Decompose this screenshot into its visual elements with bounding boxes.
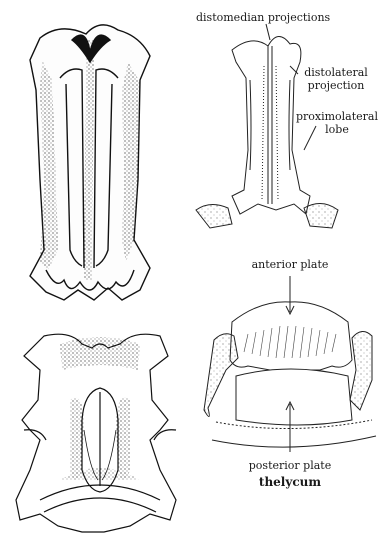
label-posterior-plate: posterior plate bbox=[240, 459, 340, 472]
petasma-stippled-drawing bbox=[30, 25, 150, 300]
label-anterior-plate: anterior plate bbox=[240, 258, 340, 271]
label-distolateral-projection: distolateral projection bbox=[296, 66, 376, 92]
label-distolateral-line2: projection bbox=[296, 79, 376, 92]
thelycum-stippled-drawing bbox=[16, 334, 176, 532]
label-thelycum: thelycum bbox=[240, 476, 340, 489]
label-proximolateral-line1: proximolateral bbox=[290, 110, 384, 123]
label-proximolateral-line2: lobe bbox=[290, 123, 384, 136]
thelycum-outline-drawing bbox=[204, 276, 376, 452]
label-proximolateral-lobe: proximolateral lobe bbox=[290, 110, 384, 136]
label-distolateral-line1: distolateral bbox=[296, 66, 376, 79]
label-distomedian-projections: distomedian projections bbox=[196, 11, 330, 24]
